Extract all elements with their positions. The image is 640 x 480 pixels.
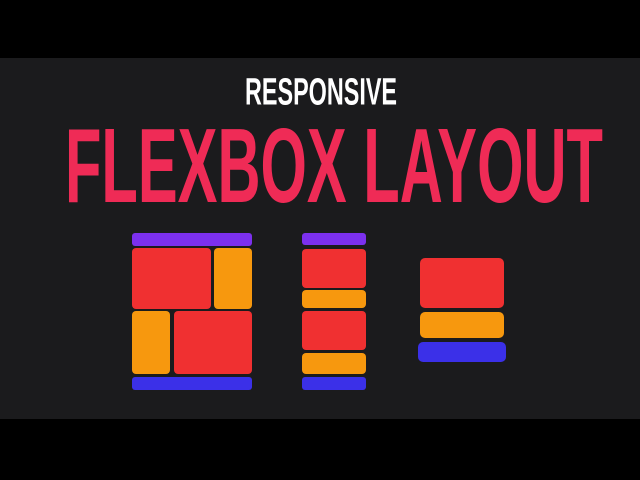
flex-row bbox=[132, 248, 252, 309]
flex-row bbox=[132, 311, 252, 374]
subtitle-text: RESPONSIVE bbox=[245, 72, 397, 114]
content-block-orange bbox=[132, 311, 170, 374]
content-block-red bbox=[174, 311, 252, 374]
content-block-orange bbox=[420, 312, 504, 338]
letterbox-bottom bbox=[0, 419, 640, 480]
content-block-orange bbox=[302, 353, 366, 374]
footer-bar-block bbox=[302, 377, 366, 390]
content-block-red bbox=[302, 249, 366, 288]
header-bar-block bbox=[302, 233, 366, 245]
content-block-orange bbox=[214, 248, 252, 309]
header-bar-block bbox=[132, 233, 252, 246]
footer-bar-block bbox=[132, 377, 252, 390]
flexbox-diagram-desktop bbox=[132, 233, 252, 390]
content-block-red bbox=[302, 311, 366, 350]
content-block-orange bbox=[302, 290, 366, 308]
flexbox-diagram-mobile bbox=[418, 258, 506, 362]
thumbnail-stage: RESPONSIVE FLEXBOX LAYOUT bbox=[0, 58, 640, 419]
title-text: FLEXBOX LAYOUT bbox=[65, 107, 603, 225]
content-block-red bbox=[132, 248, 211, 309]
content-block-red bbox=[420, 258, 504, 308]
title-lockup: RESPONSIVE FLEXBOX LAYOUT bbox=[65, 72, 603, 226]
footer-bar-block bbox=[418, 342, 506, 362]
flexbox-diagram-column bbox=[302, 233, 366, 390]
letterbox-top bbox=[0, 0, 640, 58]
